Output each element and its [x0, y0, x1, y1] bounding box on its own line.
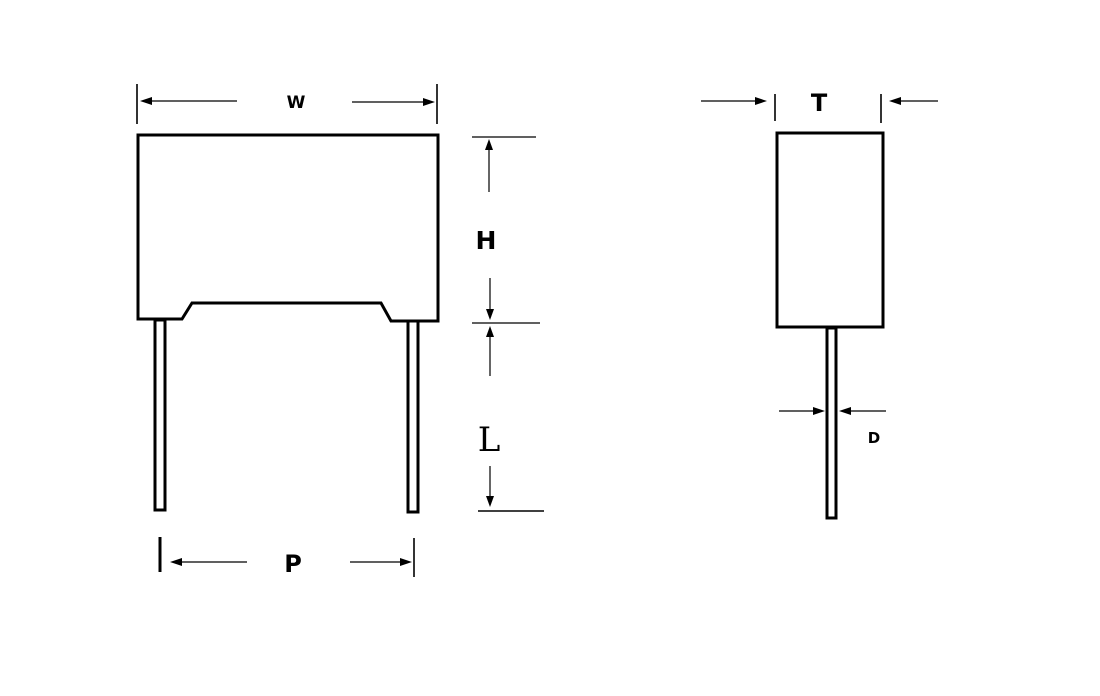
- thickness-arrow-right: [889, 97, 901, 105]
- lead-diameter-dimension: D: [779, 407, 886, 447]
- lead-diameter-arrow-left: [813, 407, 825, 415]
- side-view: [775, 131, 885, 520]
- front-body: [136, 133, 440, 323]
- thickness-dimension: T: [701, 89, 938, 123]
- front-lead-left: [153, 318, 167, 512]
- pitch-label: P: [284, 550, 302, 578]
- lead-diameter-arrow-right: [839, 407, 851, 415]
- front-view: [136, 133, 440, 514]
- thickness-label: T: [811, 89, 828, 117]
- front-lead-right: [406, 318, 420, 514]
- height-arrow-bottom: [486, 309, 494, 320]
- width-dimension: W: [136, 84, 438, 124]
- lead-length-arrow-top: [486, 326, 494, 337]
- width-label: W: [287, 93, 306, 113]
- width-arrow-right: [423, 98, 435, 106]
- width-arrow-left: [140, 97, 152, 105]
- side-body: [775, 131, 885, 329]
- pitch-arrow-left: [170, 558, 182, 566]
- height-label: H: [476, 226, 497, 255]
- pitch-dimension: P: [158, 537, 415, 578]
- thickness-arrow-left: [755, 97, 767, 105]
- height-dimension: H: [472, 136, 536, 320]
- lead-length-label: L: [478, 420, 501, 460]
- lead-length-dimension: L: [478, 326, 544, 512]
- lead-length-arrow-bottom: [486, 496, 494, 507]
- height-arrow-top: [485, 139, 493, 150]
- side-lead: [825, 326, 838, 520]
- pitch-arrow-right: [400, 558, 412, 566]
- lead-diameter-label: D: [868, 429, 880, 447]
